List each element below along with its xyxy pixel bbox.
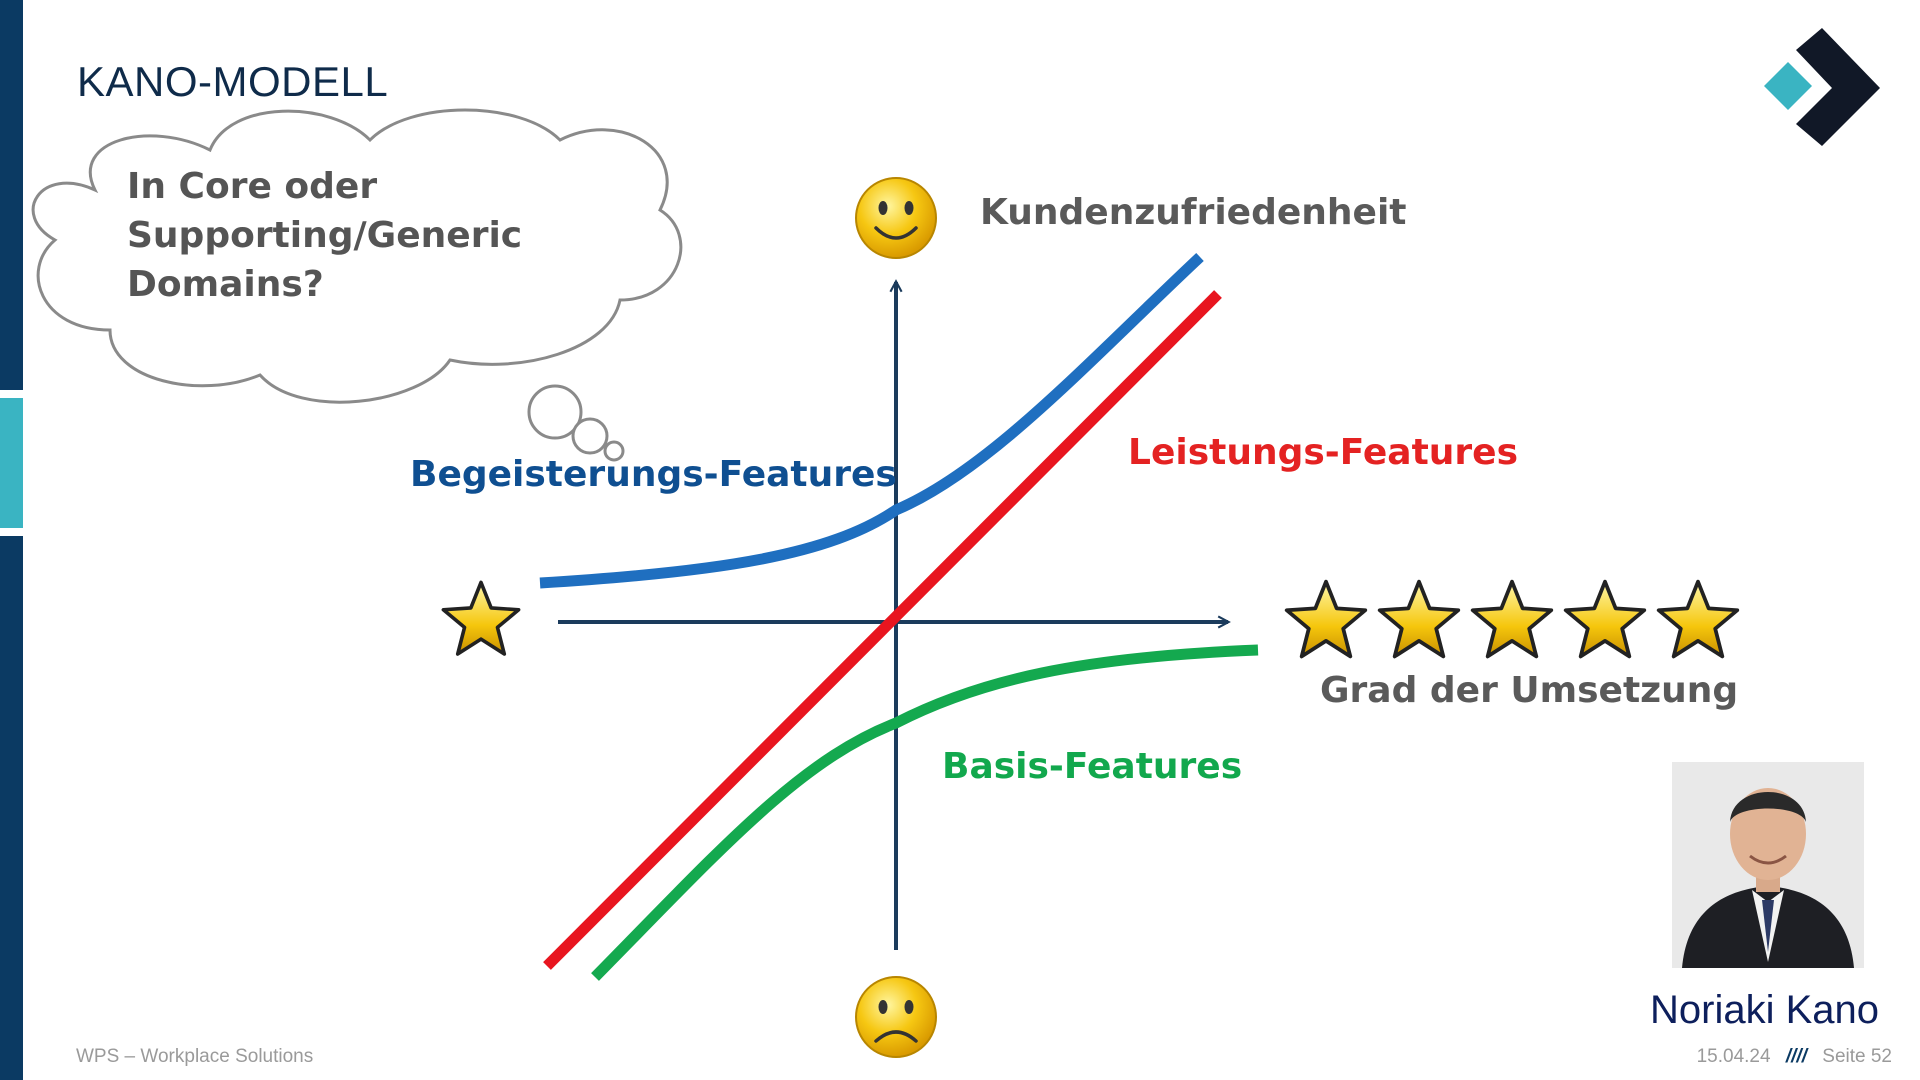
portrait-photo [1672, 762, 1864, 968]
page-title: KANO-MODELL [77, 58, 389, 105]
star-icon-low [441, 580, 521, 656]
y-axis-label: Kundenzufriedenheit [980, 192, 1407, 233]
star-icon-high-1 [1284, 579, 1368, 659]
star-icon-high-5 [1656, 579, 1740, 659]
thought-line: Supporting/Generic [127, 215, 523, 256]
thought-cloud [31, 108, 683, 462]
sidebar-stripe-bottom [0, 536, 23, 1080]
footer-meta: 15.04.24 //// Seite 52 [1687, 1046, 1892, 1068]
label-leistung: Leistungs-Features [1128, 432, 1519, 473]
footer-company: WPS – Workplace Solutions [76, 1046, 314, 1067]
sidebar-stripe-accent [0, 398, 23, 528]
star-icon-high-3 [1470, 579, 1554, 659]
curve-leistung [543, 290, 1222, 970]
sidebar-stripe-top [0, 0, 23, 390]
label-begeisterung: Begeisterungs-Features [410, 454, 897, 495]
curve-basis [591, 644, 1259, 981]
smiley-happy-icon [855, 177, 937, 259]
footer-page-number: Seite 52 [1822, 1046, 1892, 1067]
thought-line: Domains? [127, 264, 324, 305]
footer-separator: //// [1785, 1046, 1807, 1067]
thought-text: In Core oder Supporting/Generic Domains? [127, 162, 567, 309]
thought-line: In Core oder [127, 166, 378, 207]
star-icon-high-4 [1563, 579, 1647, 659]
star-icon-high-2 [1377, 579, 1461, 659]
portrait-name: Noriaki Kano [1650, 988, 1880, 1032]
footer-date: 15.04.24 [1696, 1046, 1771, 1067]
label-basis: Basis-Features [942, 746, 1243, 787]
curve-begeisterung [539, 252, 1204, 589]
chevron-logo-icon [1764, 28, 1880, 146]
x-axis-label: Grad der Umsetzung [1320, 670, 1739, 711]
smiley-sad-icon [855, 976, 937, 1058]
